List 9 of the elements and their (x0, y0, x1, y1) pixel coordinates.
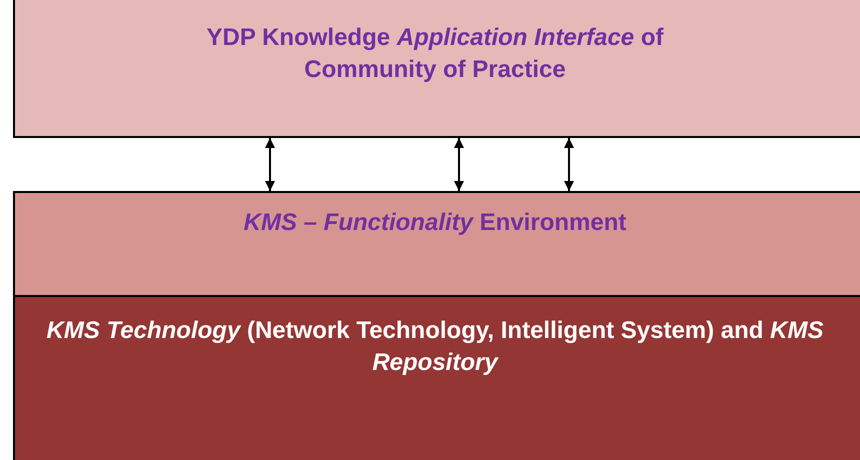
double-arrow (265, 138, 275, 191)
layer-title: YDP Knowledge Application Interface of Community of Practice (206, 23, 664, 85)
double-arrow (454, 138, 464, 191)
interface-layer-band (13, 0, 860, 138)
technology-layer-band (13, 295, 860, 460)
environment-layer-band (13, 191, 860, 297)
double-arrow (564, 138, 574, 191)
layer-title: KMS Technology (Network Technology, Intelligent System) and KMS Repository (46, 316, 824, 378)
layer-title: KMS – Functionality Environment (242, 208, 628, 238)
